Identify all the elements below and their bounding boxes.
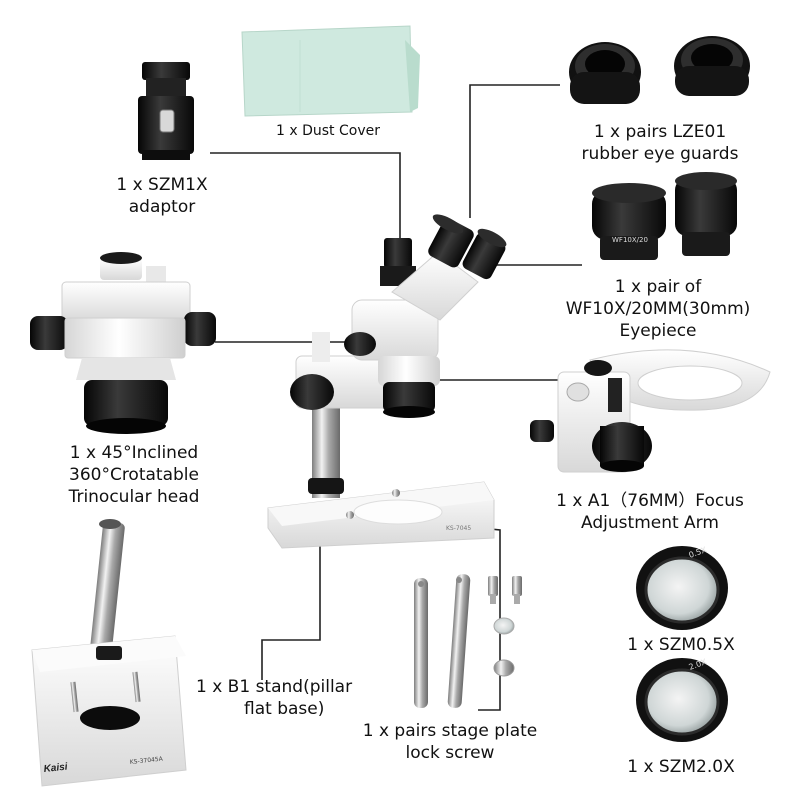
- label-lens-05: 1 x SZM0.5X: [596, 634, 766, 656]
- label-lock-screw: 1 x pairs stage plate lock screw: [340, 720, 560, 764]
- label-eye-guards: 1 x pairs LZE01 rubber eye guards: [562, 121, 758, 165]
- label-head: 1 x 45°Inclined 360°Crotatable Trinocula…: [44, 442, 224, 508]
- label-head-line3: Trinocular head: [68, 487, 200, 507]
- label-lock-screw-line1: 1 x pairs stage plate: [362, 721, 538, 741]
- line-dust-cover: [210, 152, 401, 240]
- lens-20-image: 2.0X: [636, 657, 728, 742]
- line-eye-guards: [469, 84, 560, 218]
- label-stand-line2: flat base): [244, 699, 325, 719]
- eyepiece-image: WF10X/20: [592, 172, 737, 260]
- label-focus-arm-line2: Adjustment Arm: [581, 513, 719, 533]
- label-eyepiece-line3: Eyepiece: [619, 321, 697, 341]
- adaptor-image: [138, 62, 194, 160]
- label-lock-screw-line2: lock screw: [405, 743, 495, 763]
- trinocular-head-image: [30, 252, 216, 434]
- label-head-line1: 1 x 45°Inclined: [69, 443, 199, 463]
- label-stand: 1 x B1 stand(pillar flat base): [196, 676, 386, 720]
- label-eyepiece-line1: 1 x pair of: [614, 277, 702, 297]
- eye-guards-image: [569, 36, 750, 104]
- label-eyepiece: 1 x pair of WF10X/20MM(30mm) Eyepiece: [548, 276, 768, 342]
- label-eye-guards-line1: 1 x pairs LZE01: [593, 122, 727, 142]
- label-eye-guards-line2: rubber eye guards: [581, 144, 739, 164]
- label-dust-cover: 1 x Dust Cover: [258, 120, 398, 142]
- lock-screw-image: [414, 574, 522, 708]
- main-microscope-image: KS-7045: [267, 214, 507, 549]
- label-lens-20: 1 x SZM2.0X: [596, 756, 766, 778]
- stand-image: Kaisi KS-37045A: [31, 519, 187, 787]
- main-model-marking: KS-7045: [446, 525, 471, 532]
- stand-model-marking: KS-37045A: [129, 755, 164, 766]
- stand-brand-marking: Kaisi: [43, 762, 68, 775]
- label-adaptor-line2: adaptor: [128, 197, 196, 217]
- label-lens-20-text: 1 x SZM2.0X: [627, 757, 735, 777]
- label-lens-05-text: 1 x SZM0.5X: [627, 635, 735, 655]
- label-focus-arm: 1 x A1（76MM）Focus Adjustment Arm: [520, 490, 780, 534]
- label-adaptor-line1: 1 x SZM1X: [116, 175, 208, 195]
- dust-cover-image: [241, 25, 420, 117]
- label-focus-arm-line1: 1 x A1（76MM）Focus: [556, 491, 744, 511]
- label-eyepiece-line2: WF10X/20MM(30mm): [565, 299, 751, 319]
- line-stand: [261, 510, 321, 680]
- lens-05-image: 0.5X: [636, 545, 728, 630]
- label-stand-line1: 1 x B1 stand(pillar: [196, 677, 353, 697]
- label-head-line2: 360°Crotatable: [69, 465, 199, 485]
- label-dust-cover-text: 1 x Dust Cover: [276, 123, 380, 139]
- label-adaptor: 1 x SZM1X adaptor: [92, 174, 232, 218]
- eyepiece-marking: WF10X/20: [612, 236, 648, 244]
- focus-arm-image: [530, 349, 771, 473]
